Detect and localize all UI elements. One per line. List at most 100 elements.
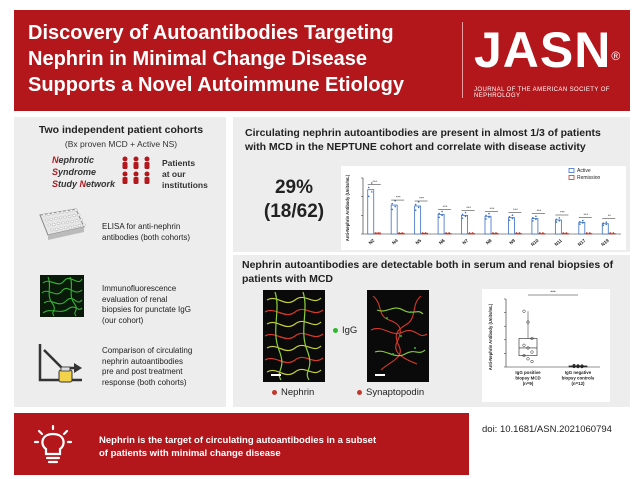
elisa-well	[60, 210, 64, 214]
bar-x-tick-label: N6	[438, 238, 446, 246]
bar-point	[495, 232, 497, 234]
nsn-word-2: yndrome	[58, 167, 97, 177]
bar-point	[511, 214, 514, 217]
page-title: Discovery of Autoantibodies Targeting Ne…	[28, 20, 448, 98]
prevalence-fraction: (18/62)	[263, 201, 325, 222]
bar-point	[605, 221, 608, 223]
bar-point	[589, 232, 591, 234]
bar-point	[374, 232, 377, 234]
bar-point	[515, 232, 518, 234]
cohorts-title: Two independent patient cohorts	[38, 124, 204, 136]
bar-sig-label: ***	[513, 207, 518, 212]
antibody-bar-chart: Anti-Nephrin Antibody (Units/mL) ***N2**…	[341, 166, 626, 250]
header-banner: Discovery of Autoantibodies Targeting Ne…	[14, 10, 630, 111]
nsn-letter-s2: S	[52, 179, 59, 189]
registered-mark: ®	[611, 49, 622, 63]
if-line-4: (our cohort)	[102, 315, 144, 325]
bar-point	[609, 232, 612, 234]
scatter-point	[530, 336, 534, 340]
if-line-1: Immunofluorescence	[102, 284, 177, 293]
bar-point	[555, 221, 558, 223]
bar-sig-label: **	[608, 213, 612, 218]
bar-x-tick-label: N4	[391, 238, 399, 246]
bar-sig-label: ***	[443, 204, 448, 209]
circulating-heading-line-1: Circulating nephrin autoantibodies are p…	[245, 127, 601, 139]
lightbulb-icon	[34, 425, 72, 464]
if-line-3: biopsies for punctate IgG	[102, 305, 191, 314]
elisa-well	[82, 223, 86, 227]
bar-point	[602, 222, 605, 225]
elisa-well	[58, 216, 63, 220]
bar-point	[417, 206, 420, 209]
scatter-x-tick-label: IgG negative	[565, 370, 592, 375]
scatter-point	[526, 320, 530, 324]
bar-active	[578, 221, 586, 235]
bar-point	[488, 212, 490, 215]
patients-line-1: Patients	[162, 158, 196, 168]
nephrin-legend: Nephrin	[272, 387, 314, 398]
bar-active	[437, 214, 445, 235]
bar-point	[612, 232, 615, 234]
bar-point	[370, 191, 373, 193]
jasn-logo: JASN®	[474, 22, 621, 78]
conclusion-line-1: Nephrin is the target of circulating aut…	[99, 435, 377, 446]
bar-x-tick-label: N17	[577, 238, 587, 248]
bar-point	[485, 214, 487, 217]
elisa-well	[73, 225, 77, 228]
biopsy-scatter-chart: Anti-Nephrin Antibody (Units/mL) IgG pos…	[482, 289, 610, 402]
elisa-well	[79, 218, 83, 222]
elisa-well	[61, 221, 65, 225]
elisa-text: ELISA for anti-nephrin antibodies (both …	[102, 222, 222, 243]
conclusion-text: Nephrin is the target of circulating aut…	[99, 434, 464, 460]
scatter-x-tick-label: biopsy MCD	[515, 376, 540, 381]
circulating-heading: Circulating nephrin autoantibodies are p…	[245, 126, 625, 154]
elisa-well	[44, 218, 49, 222]
title-line-2: Nephrin in Minimal Change Disease	[28, 48, 367, 70]
elisa-well	[49, 217, 53, 221]
bar-point	[508, 216, 511, 218]
box	[518, 338, 538, 356]
comparison-text: Comparison of circulating nephrin autoan…	[102, 346, 222, 388]
bar-sig-label: ***	[372, 179, 377, 184]
bar-remission	[491, 233, 499, 235]
bar-point	[414, 209, 417, 211]
scatter-x-tick-label: (n=9)	[523, 381, 534, 386]
conclusion-line-2: of patients with minimal change disease	[99, 448, 281, 459]
elisa-well	[69, 209, 74, 212]
elisa-well	[54, 217, 58, 220]
bar-active	[367, 189, 375, 235]
bar-point	[394, 205, 396, 208]
bar-active	[461, 214, 468, 235]
bar-point	[471, 232, 474, 234]
bar-point	[488, 216, 490, 218]
bar-point	[532, 220, 534, 222]
bar-sig-label: ***	[466, 205, 471, 210]
nsn-letter-n2: N	[79, 179, 87, 189]
bar-point	[586, 232, 588, 234]
footer-banner	[14, 413, 469, 475]
synaptopodin-dot-icon	[357, 389, 362, 395]
bar-point	[511, 217, 514, 220]
bar-active	[554, 219, 562, 235]
treatment-comparison-icon	[38, 344, 82, 383]
elisa-well	[64, 226, 68, 230]
scatter-point	[530, 360, 534, 364]
bar-point	[539, 232, 541, 234]
bar-point	[518, 232, 521, 234]
bar-point	[421, 232, 424, 234]
bar-point	[398, 232, 400, 234]
scatter-sig-label: ***	[550, 290, 556, 295]
bar-point	[464, 211, 467, 214]
nsn-letter-s: S	[52, 167, 59, 177]
bar-active	[508, 217, 515, 235]
biopsy-heading-line-1: Nephrin autoantibodies are detectable bo…	[242, 259, 614, 271]
bar-point	[508, 219, 511, 221]
bar-sig-label: ***	[537, 208, 542, 213]
nsn-line-2: Syndrome	[52, 166, 115, 178]
prevalence-stat: 29% (18/62)	[255, 176, 333, 224]
prevalence-percent: 29%	[274, 177, 314, 198]
elisa-well	[68, 225, 72, 229]
header-divider	[462, 22, 463, 98]
bar-point	[414, 203, 417, 206]
